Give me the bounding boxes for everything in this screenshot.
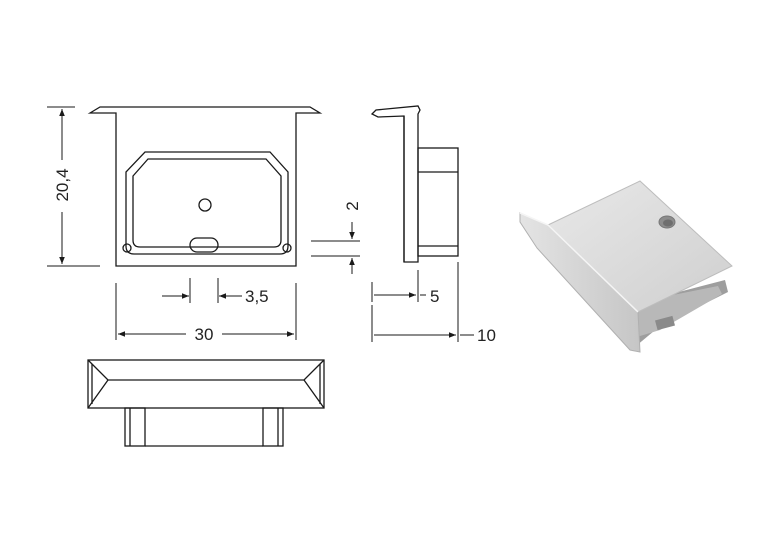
top-view-left-tab	[124, 407, 146, 447]
screw-hole	[198, 198, 212, 212]
front-view-outline	[87, 106, 323, 267]
side-view-body	[417, 147, 459, 257]
side-view	[370, 105, 459, 263]
product-photo	[519, 180, 733, 353]
front-view-inner-profile-inner	[132, 158, 282, 248]
height-dimension-label: 20,4	[53, 168, 72, 201]
slot-dimension	[162, 278, 242, 303]
top-view-right-tab	[262, 407, 284, 447]
front-view-inner-profile-outer	[125, 151, 289, 255]
lip-dimension	[311, 222, 360, 274]
width-dimension-label: 30	[195, 325, 214, 344]
front-view-bottom-right-hole	[282, 243, 292, 253]
width-dimension	[115, 283, 297, 340]
total-depth-dimension-label: 10	[477, 326, 496, 345]
top-view	[87, 359, 325, 447]
front-view	[87, 106, 323, 267]
inner-depth-dimension	[371, 270, 426, 302]
inner-depth-dimension-label: 5	[430, 287, 439, 306]
slot-dimension-label: 3,5	[245, 287, 269, 306]
total-depth-dimension	[371, 262, 474, 342]
side-view-cap	[370, 105, 421, 263]
lip-dimension-label: 2	[343, 201, 362, 210]
top-view-outline	[87, 359, 325, 409]
oval-slot	[189, 237, 219, 253]
height-dimension	[47, 106, 100, 267]
front-view-bottom-left-hole	[122, 243, 132, 253]
